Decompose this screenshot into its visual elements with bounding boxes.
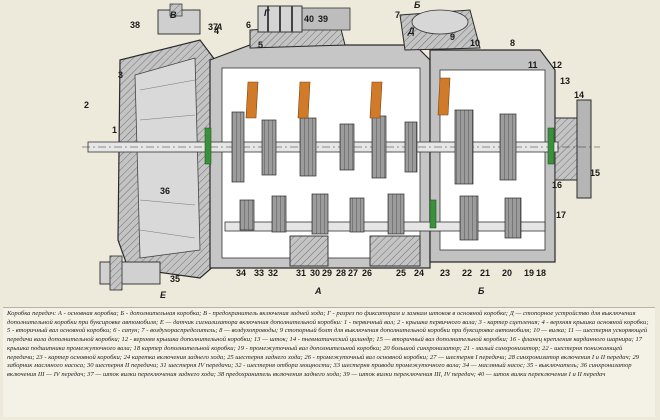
callout-27: 27	[348, 268, 358, 278]
callout-30: 30	[310, 268, 320, 278]
callout-19: 19	[524, 268, 534, 278]
output-flange	[554, 99, 592, 199]
gear-7	[454, 109, 474, 185]
callout-38: 38	[130, 20, 140, 30]
callout-33: 33	[254, 268, 264, 278]
callout-26: 26	[362, 268, 372, 278]
callout-31: 31	[296, 268, 306, 278]
callout-35: 35	[170, 274, 180, 284]
gear-9	[239, 199, 255, 231]
callout-16: 16	[552, 180, 562, 190]
callout-23: 23	[440, 268, 450, 278]
detail-g	[157, 3, 201, 35]
callout-40: 40	[304, 14, 314, 24]
callout-37: 37	[208, 22, 218, 32]
callout-9: 9	[450, 32, 455, 42]
section-letter-8: Е	[160, 290, 167, 300]
callout-18: 18	[536, 268, 546, 278]
callout-3: 3	[118, 70, 123, 80]
gear-4	[339, 123, 355, 171]
callout-32: 32	[268, 268, 278, 278]
callout-21: 21	[480, 268, 490, 278]
shafts	[82, 141, 600, 232]
callout-39: 39	[318, 14, 328, 24]
section-letter-3: Б	[478, 286, 485, 296]
gear-11	[311, 193, 329, 235]
callout-15: 15	[590, 168, 600, 178]
section-letter-5: В	[170, 10, 177, 20]
callout-6: 6	[246, 20, 251, 30]
gear-8	[499, 113, 517, 181]
gear-5	[371, 115, 387, 179]
detail-fork-rods	[257, 5, 303, 33]
clutch-housing	[117, 39, 216, 279]
callout-36: 36	[160, 186, 170, 196]
gear-set	[231, 109, 522, 241]
gear-13	[387, 193, 405, 235]
section-letter-7: Д	[407, 26, 415, 36]
callout-24: 24	[414, 268, 424, 278]
callout-17: 17	[556, 210, 566, 220]
gear-15	[504, 197, 522, 239]
gear-14	[459, 195, 479, 241]
callout-28: 28	[336, 268, 346, 278]
figure-caption: Коробка передач: А - основная коробка; Б…	[3, 307, 655, 417]
caption-text: Коробка передач: А - основная коробка; Б…	[7, 310, 649, 378]
oil-pump	[289, 235, 421, 267]
callout-22: 22	[462, 268, 472, 278]
callout-11: 11	[528, 60, 538, 70]
section-letter-4: Б	[414, 0, 421, 10]
callout-20: 20	[502, 268, 512, 278]
sensor-detail	[99, 255, 161, 291]
section-letter-2: А	[215, 22, 223, 32]
callout-1: 1	[112, 125, 117, 135]
callout-14: 14	[574, 90, 584, 100]
section-letter-6: Г	[264, 8, 270, 18]
gear-2	[261, 119, 277, 176]
callout-2: 2	[84, 100, 89, 110]
callout-34: 34	[236, 268, 246, 278]
gear-1	[231, 111, 245, 183]
section-letter-1: А	[314, 286, 322, 296]
callout-25: 25	[396, 268, 406, 278]
gear-12	[349, 197, 365, 233]
gear-6	[404, 121, 418, 173]
callout-7: 7	[395, 10, 400, 20]
seals	[204, 127, 555, 229]
callout-10: 10	[470, 38, 480, 48]
shift-forks	[245, 77, 451, 119]
callout-4: 4	[214, 26, 219, 36]
callout-13: 13	[560, 76, 570, 86]
callout-8: 8	[510, 38, 515, 48]
callout-5: 5	[258, 40, 263, 50]
gear-3	[299, 117, 317, 177]
callout-29: 29	[322, 268, 332, 278]
gear-10	[271, 195, 287, 233]
callout-12: 12	[552, 60, 562, 70]
